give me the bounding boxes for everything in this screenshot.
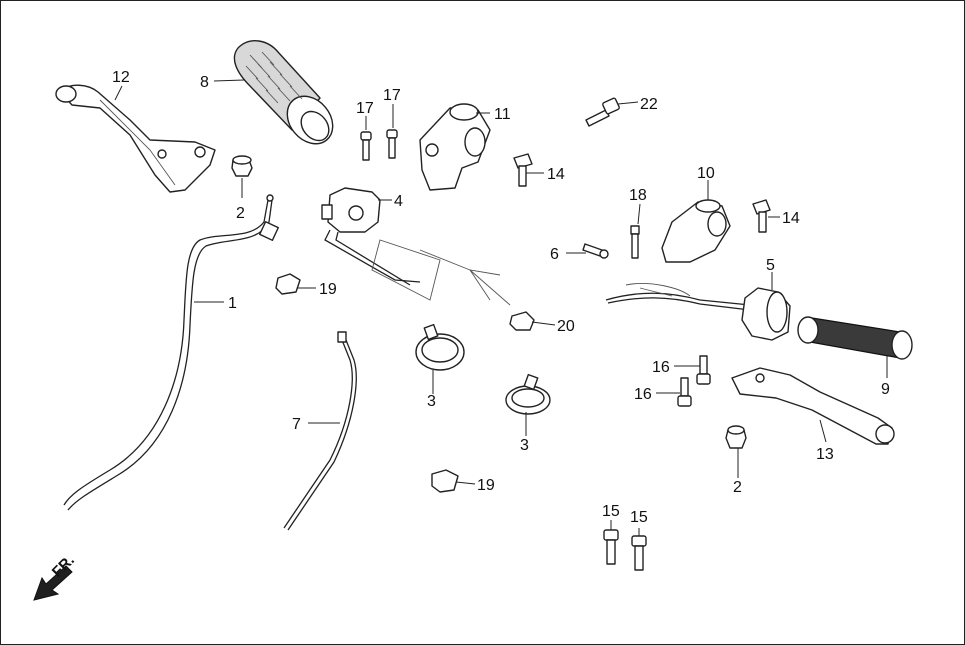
part-screw-16b [677,377,692,407]
callout-15b: 15 [630,509,648,526]
part-throttle-5 [605,283,791,341]
callout-8: 8 [200,74,209,91]
part-cable-1 [63,194,280,511]
part-bracket-10 [661,199,731,263]
callout-6: 6 [550,246,559,263]
callout-5: 5 [766,257,775,274]
callout-18: 18 [629,187,647,204]
part-bracket-11 [419,103,491,191]
part-switch-housing-4 [321,187,511,306]
callout-3a: 3 [427,393,436,410]
callout-9: 9 [881,381,890,398]
part-clamp-3a [415,323,465,371]
callout-11: 11 [494,106,511,123]
part-nut-19b [431,469,459,493]
callout-19b: 19 [477,477,495,494]
callout-12: 12 [112,69,130,86]
callout-19a: 19 [319,281,337,298]
part-screw-17b [386,129,398,159]
callout-20: 20 [557,318,575,335]
arrow-down-left-icon [33,565,73,601]
callout-16a: 16 [652,359,670,376]
part-nut-2b [725,425,747,449]
callout-17a: 17 [356,100,374,117]
part-nut-19a [275,273,301,295]
part-lever-right [731,367,895,445]
callout-4: 4 [394,193,403,210]
part-nut-20 [509,311,535,331]
leader-lines [114,79,888,536]
part-screw-16a [696,355,711,385]
callout-16b: 16 [634,386,652,403]
part-nut-2a [231,155,253,177]
direction-label: FR. [49,552,78,581]
callout-22: 22 [640,96,658,113]
callout-13: 13 [816,446,834,463]
callout-10: 10 [697,165,715,182]
part-screw-18 [630,225,640,259]
part-clamp-3b [505,373,551,415]
part-cable-7 [283,331,357,531]
callout-17b: 17 [383,87,401,104]
part-bolt-14b [752,199,771,233]
callout-7: 7 [292,416,301,433]
part-pin-6 [582,243,609,259]
callout-14b: 14 [782,210,800,227]
callout-14a: 14 [547,166,565,183]
callout-1: 1 [228,295,237,312]
part-bolt-15b [631,535,647,571]
part-grip-right [797,316,913,360]
part-screw-17a [360,131,372,161]
callout-2a: 2 [236,205,245,222]
part-bolt-15a [603,529,619,565]
part-bolt-14a [513,153,533,187]
callout-15a: 15 [602,503,620,520]
part-lever-left [55,84,216,193]
callout-2b: 2 [733,479,742,496]
part-grip-left [233,40,334,145]
callout-3b: 3 [520,437,529,454]
part-screw-22 [585,97,620,127]
